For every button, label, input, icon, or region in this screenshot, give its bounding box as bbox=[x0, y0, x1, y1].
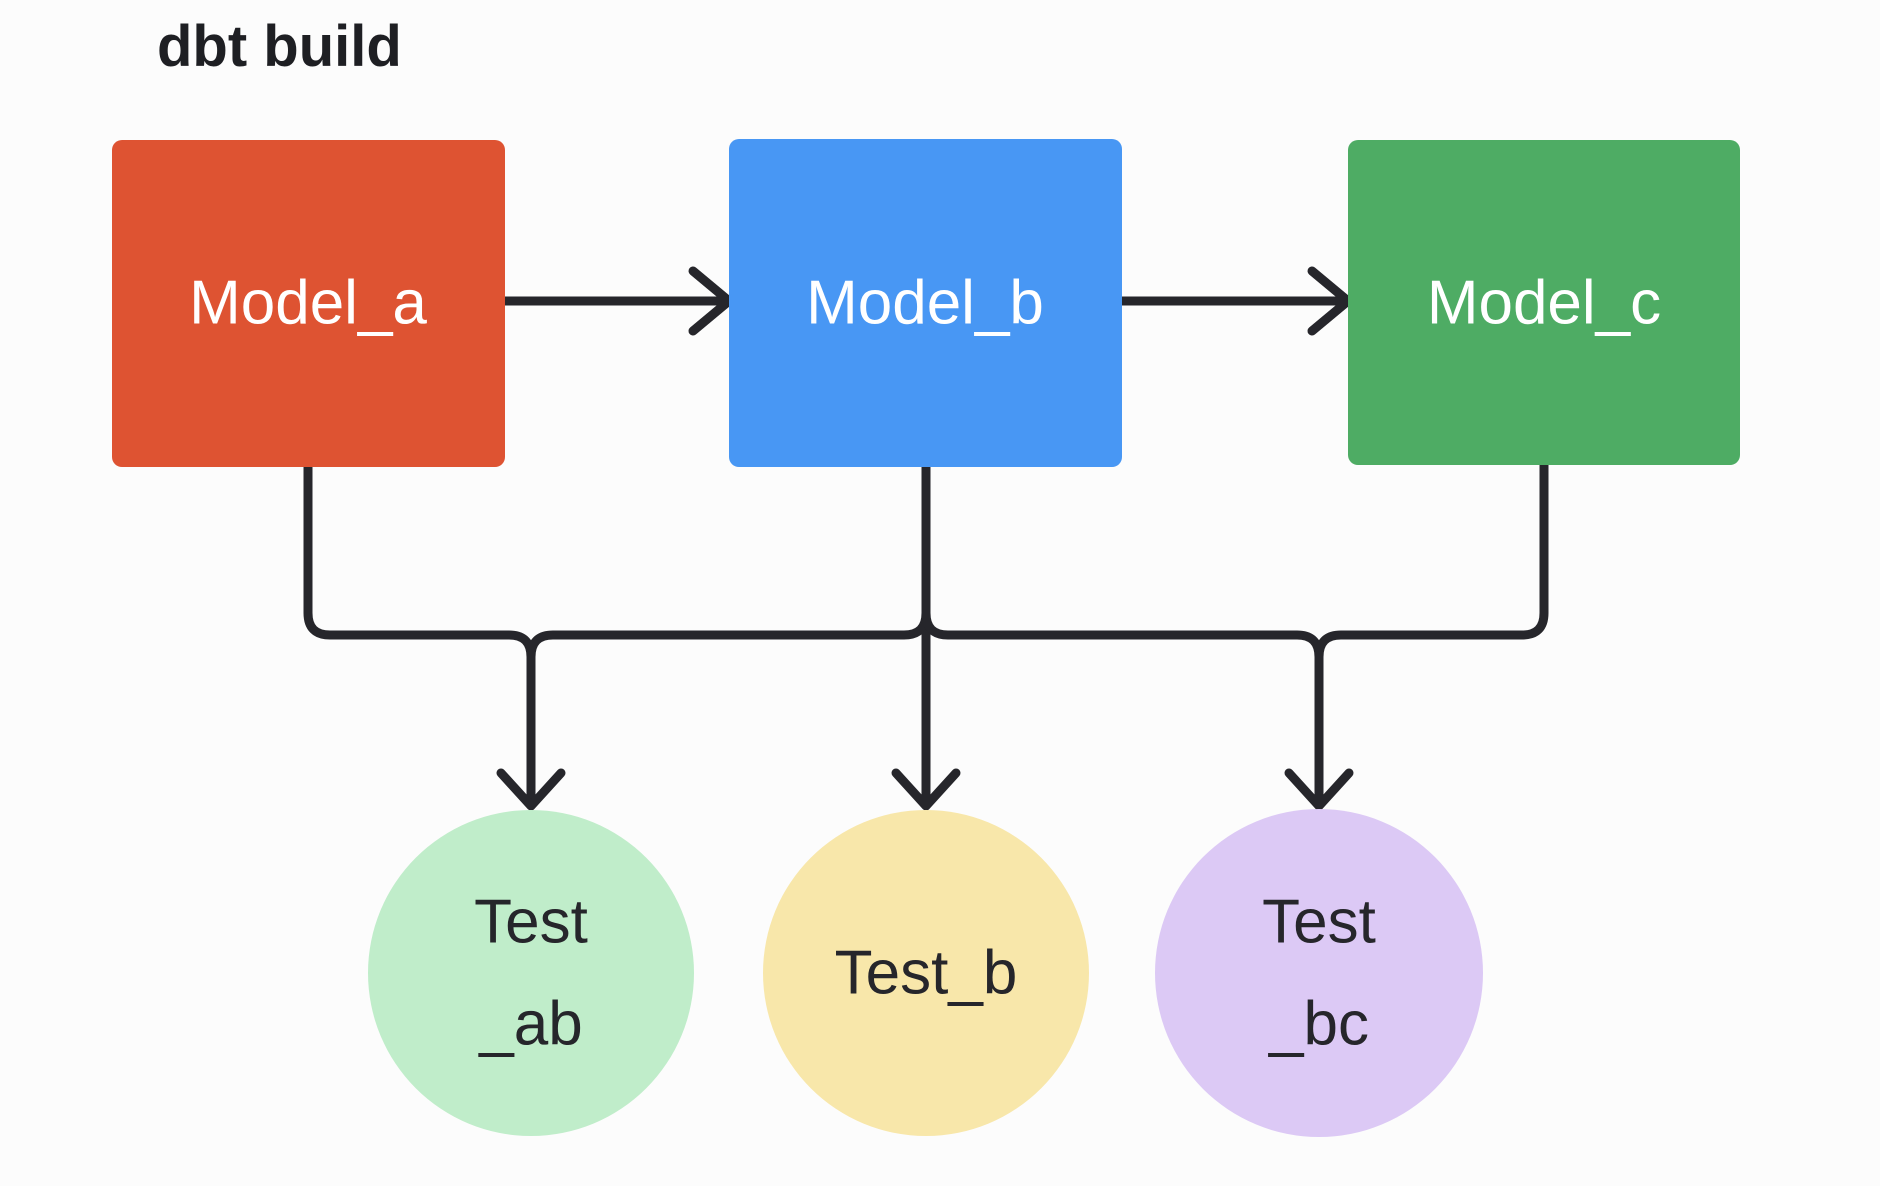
edge-layer bbox=[303, 266, 1549, 811]
test-b-label: Test_b bbox=[835, 939, 1018, 1008]
test-ab-circle[interactable] bbox=[368, 810, 694, 1136]
arrowhead-test-b-icon bbox=[891, 768, 961, 811]
model-a-box[interactable] bbox=[112, 140, 505, 467]
node-model-b[interactable]: Model_b bbox=[729, 139, 1122, 467]
arrowhead-test-ab-icon bbox=[496, 768, 566, 811]
test-bc-circle[interactable] bbox=[1155, 809, 1483, 1137]
test-b-circle[interactable] bbox=[763, 810, 1089, 1136]
model-c-label: Model_c bbox=[1427, 269, 1661, 338]
node-model-a[interactable]: Model_a bbox=[112, 140, 505, 467]
node-test-b[interactable]: Test_b bbox=[763, 810, 1089, 1136]
test-bc-label-line1: Test bbox=[1262, 888, 1376, 957]
test-ab-label-line2: _ab bbox=[478, 990, 582, 1059]
node-test-bc[interactable]: Test _bc bbox=[1155, 809, 1483, 1137]
diagram-title: dbt build bbox=[157, 14, 402, 79]
model-a-label: Model_a bbox=[189, 269, 427, 338]
node-test-ab[interactable]: Test _ab bbox=[368, 810, 694, 1136]
node-model-c[interactable]: Model_c bbox=[1348, 140, 1740, 465]
test-ab-label-line1: Test bbox=[474, 888, 588, 957]
test-bc-label-line2: _bc bbox=[1268, 990, 1369, 1059]
model-b-box[interactable] bbox=[729, 139, 1122, 467]
model-c-box[interactable] bbox=[1348, 140, 1740, 465]
edge-model-c-to-test-bc bbox=[1314, 460, 1549, 804]
arrowhead-test-bc-icon bbox=[1284, 768, 1354, 811]
model-b-label: Model_b bbox=[806, 269, 1044, 338]
